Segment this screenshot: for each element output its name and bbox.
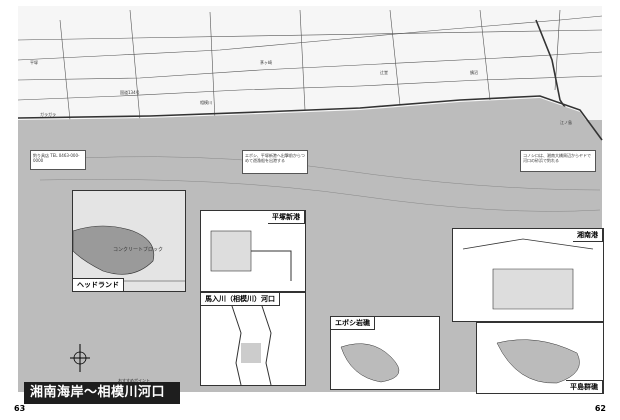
- contact-note: 釣り具店 TEL 0463-000-0000: [30, 150, 86, 170]
- hiratsuka-port-inset: 平塚新港: [200, 210, 306, 292]
- hiratsuka-reef-title: 平島群礁: [566, 380, 603, 393]
- page-title: 湘南海岸〜相模川河口: [24, 382, 180, 404]
- headland-title: ヘッドランド: [73, 278, 124, 291]
- map-label: 平塚: [30, 60, 38, 65]
- eboshi-rock-inset: エボシ岩礁: [330, 316, 440, 390]
- map-label: 茅ヶ崎: [260, 60, 272, 65]
- shonanko-inset: 湘南港: [452, 228, 604, 322]
- map-label: 国道134号: [120, 90, 140, 95]
- map-label: 鵠沼: [470, 70, 478, 75]
- page-number-right: 62: [594, 404, 606, 413]
- east-note: コノシロは、湘南大橋周辺からヤドで河口の砂浜で釣れる: [520, 150, 596, 172]
- map-label: ガラガラ: [40, 112, 56, 117]
- map-label: 辻堂: [380, 70, 388, 75]
- eboshi-rock-title: エボシ岩礁: [331, 317, 375, 330]
- hiratsuka-port-title: 平塚新港: [268, 211, 305, 224]
- headland-inset: コンクリートブロック ヘッドランド: [72, 190, 186, 292]
- umairi-river-title: 馬入川（相模川）河口: [201, 293, 280, 306]
- concrete-block-label: コンクリートブロック: [113, 247, 164, 253]
- page-number-left: 63: [14, 404, 26, 413]
- hiratsuka-reef-inset: 平島群礁: [476, 322, 604, 394]
- umairi-river-inset: 馬入川（相模川）河口: [200, 292, 306, 386]
- sea-note: エボシ、平塚新港へ出撃前からつめて遊漁船を出港する: [242, 150, 308, 174]
- map-label: 江ノ島: [560, 120, 572, 125]
- shonanko-title: 湘南港: [573, 229, 603, 242]
- legend-item: おすすめポイント: [118, 378, 150, 383]
- map-label: 相模川: [200, 100, 212, 105]
